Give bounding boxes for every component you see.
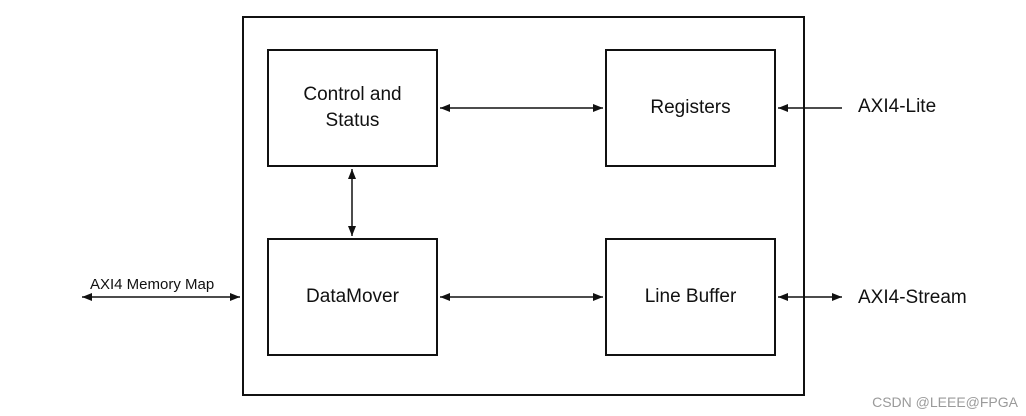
datamover-block: DataMover <box>267 238 438 356</box>
registers-label: Registers <box>650 97 731 118</box>
line-buffer-block: Line Buffer <box>605 238 776 356</box>
datamover-label: DataMover <box>306 286 399 307</box>
line-buffer-label: Line Buffer <box>644 286 737 307</box>
axi4-stream-label: AXI4-Stream <box>858 287 967 308</box>
control-and-status-label: Control and Status <box>303 84 402 131</box>
axi4-memory-map-label: AXI4 Memory Map <box>90 276 215 293</box>
axi4-lite-label: AXI4-Lite <box>858 96 937 117</box>
control-and-status-block: Control and Status <box>267 49 438 167</box>
core-boundary <box>242 16 805 396</box>
watermark-text: CSDN @LEEE@FPGA <box>872 394 1018 410</box>
registers-block: Registers <box>605 49 776 167</box>
